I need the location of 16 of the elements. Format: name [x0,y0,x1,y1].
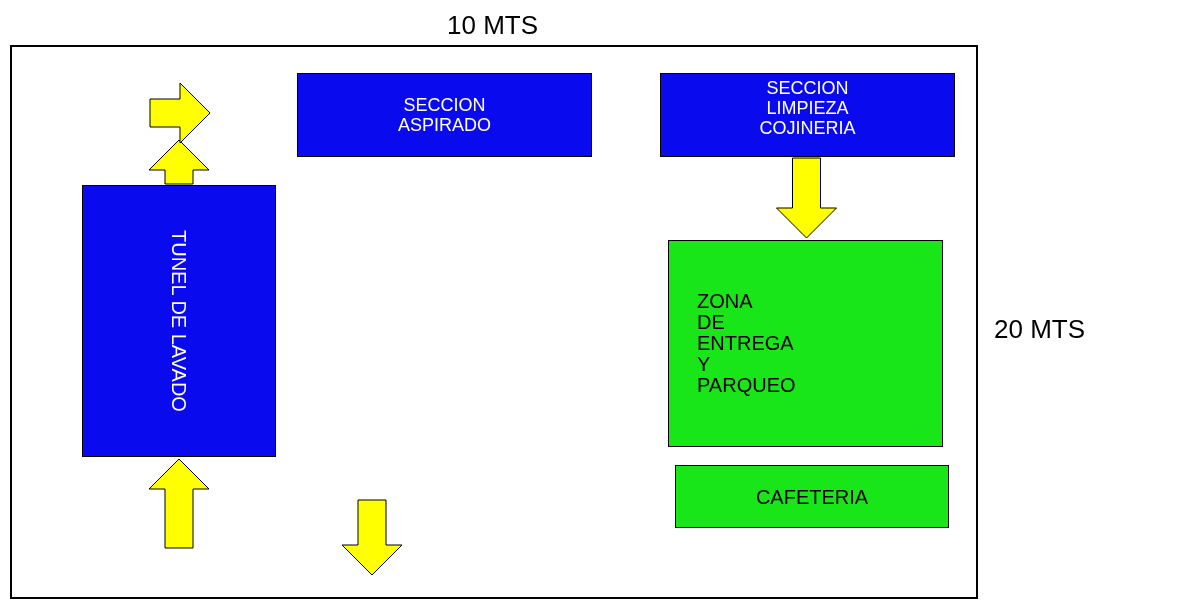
area-box [660,73,955,157]
block-arrow [148,139,210,185]
area-box [675,465,949,528]
block-arrow [148,458,210,549]
block-arrow [776,157,837,239]
area-label: SECCION LIMPIEZA COJINERIA [758,78,857,138]
area-label: CAFETERIA [755,484,869,510]
area-label: TUNEL DE LAVADO [169,230,189,412]
area-box [668,240,943,447]
area-box [297,73,592,157]
dimension-label: 10 MTS [447,9,539,42]
site-outline [10,45,978,599]
dimension-label: 20 MTS [994,313,1086,346]
area-box [82,185,276,457]
area-label: SECCION ASPIRADO [397,95,492,135]
area-label: ZONA DE ENTREGA Y PARQUEO [697,291,797,396]
